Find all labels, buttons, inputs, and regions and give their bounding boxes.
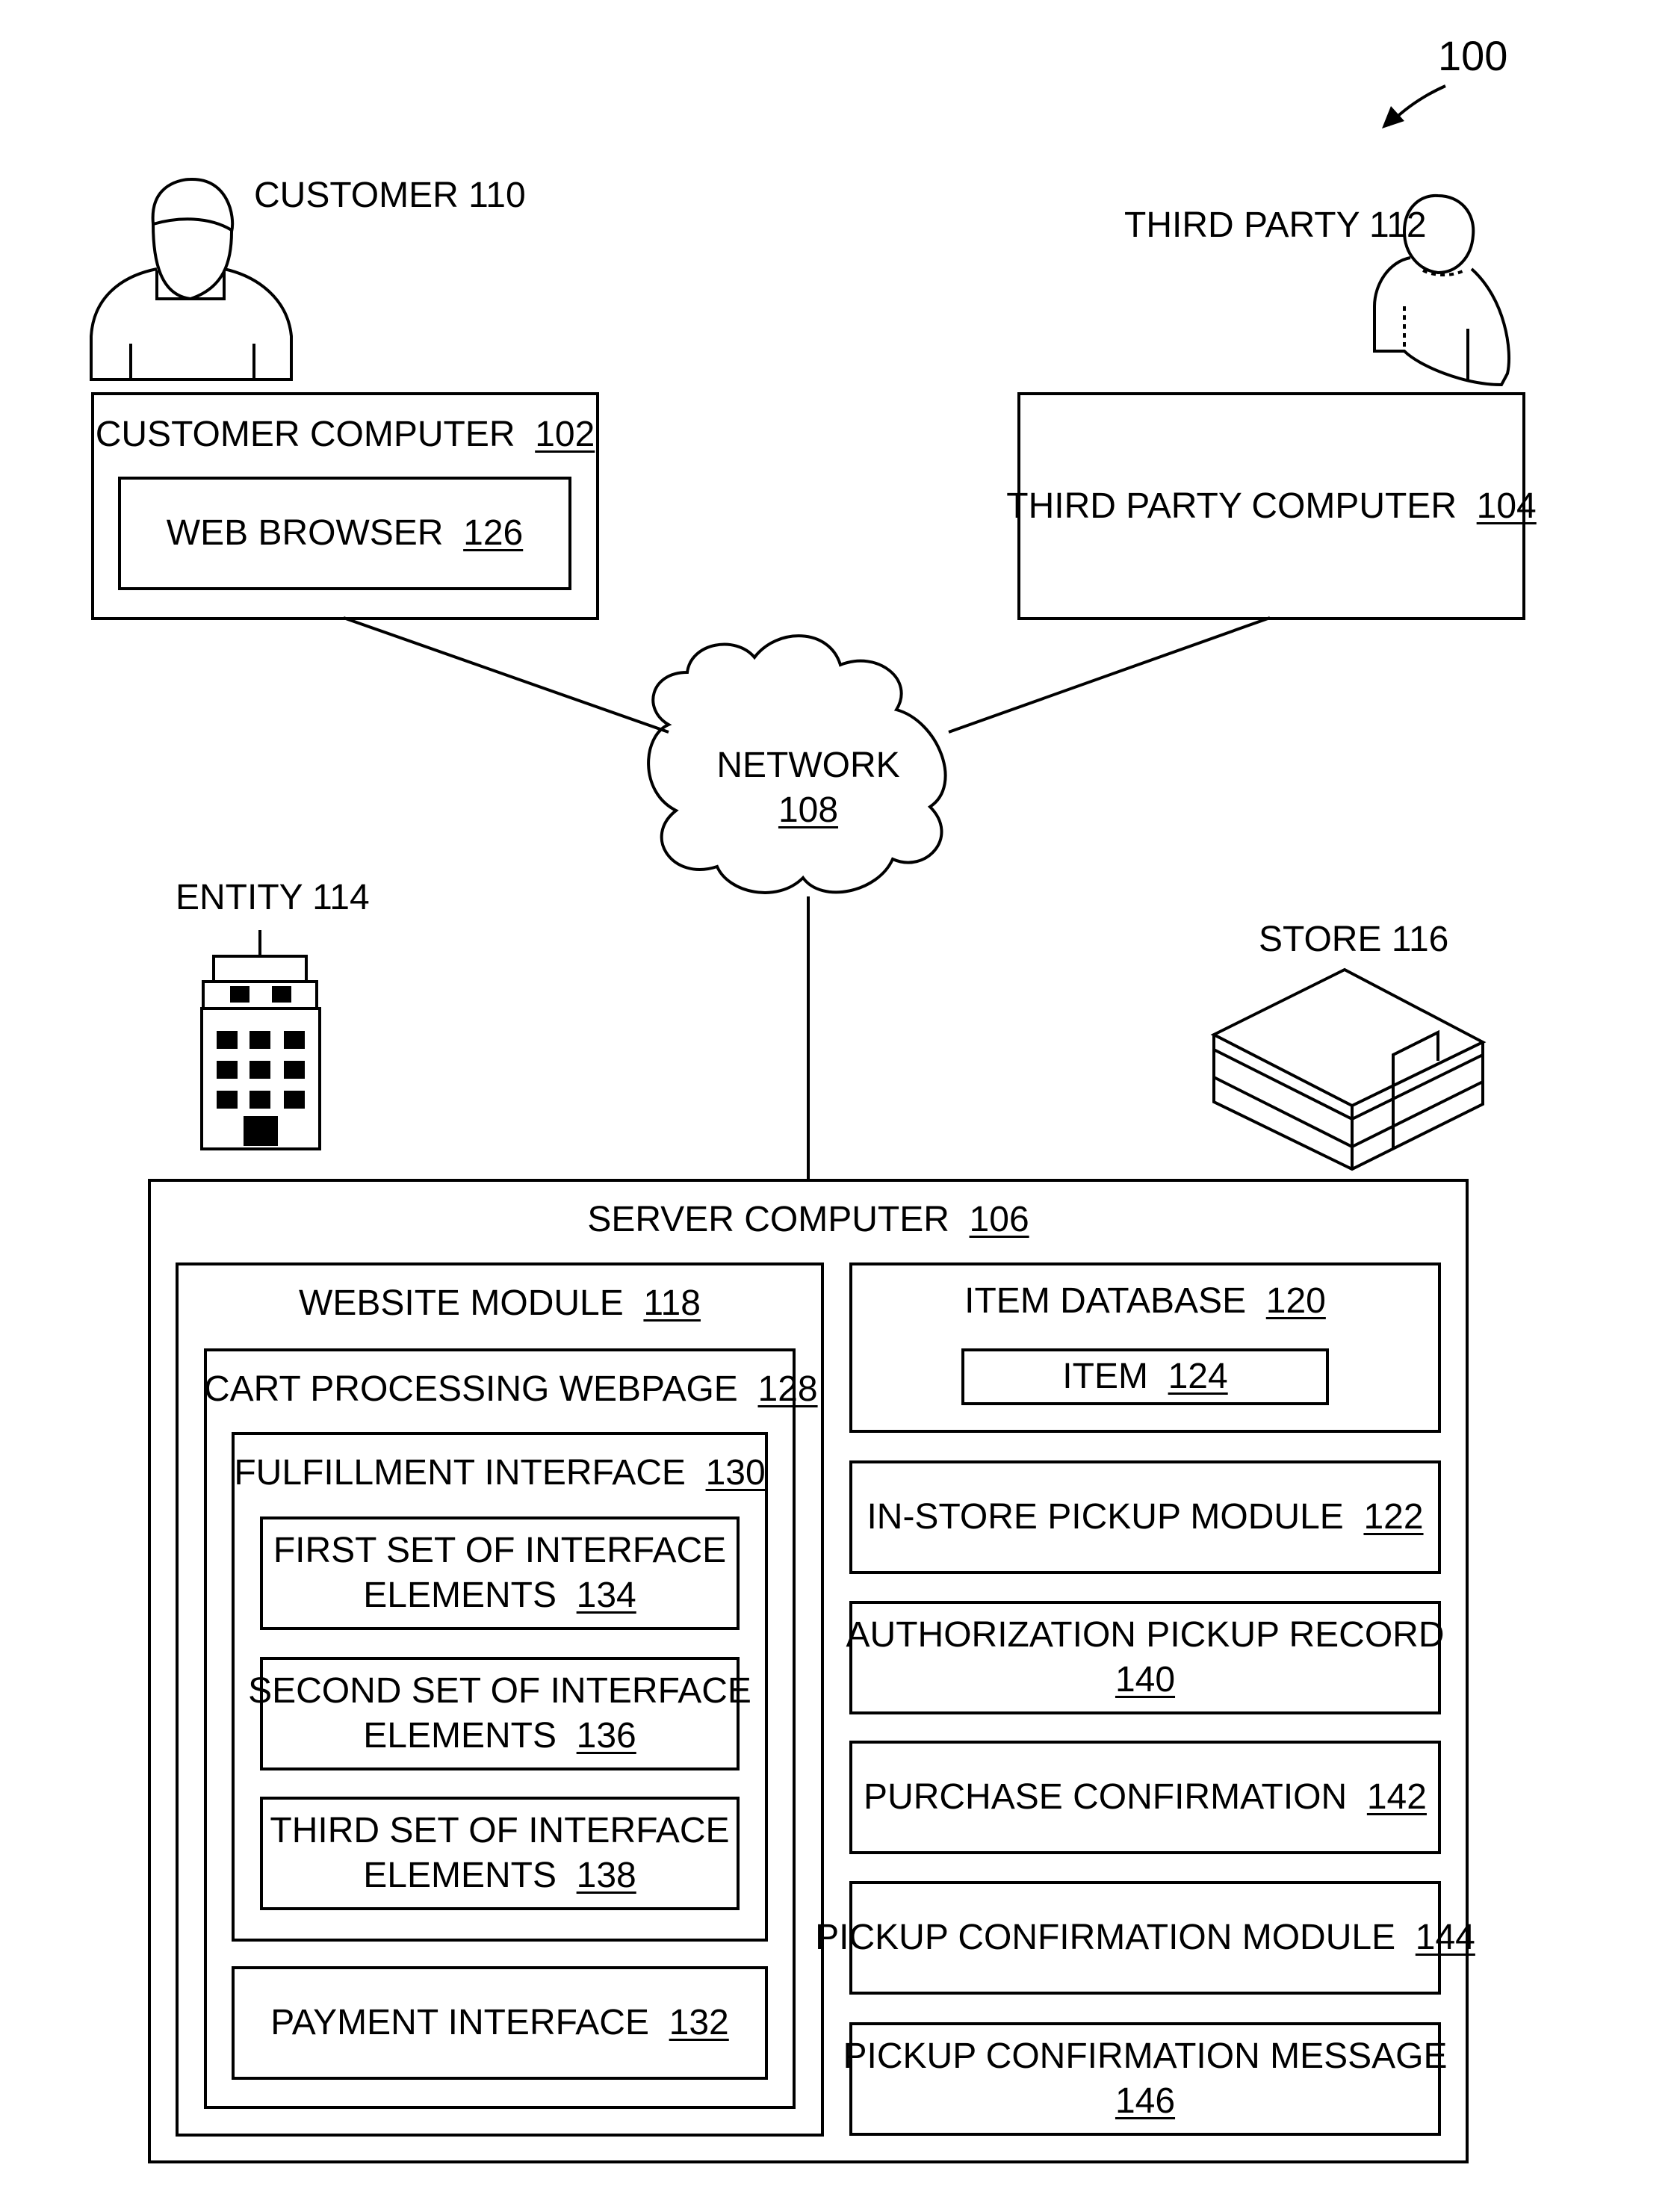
figure-ref-arrow [1382, 86, 1445, 128]
first-set-label: FIRST SET OF INTERFACE ELEMENTS 134 [273, 1528, 726, 1618]
website-module-label: WEBSITE MODULE 118 [176, 1281, 824, 1326]
entity-label: ENTITY 114 [176, 876, 370, 920]
pickup-confirmation-message-box: PICKUP CONFIRMATION MESSAGE 146 [849, 2022, 1441, 2136]
authorization-pickup-record-label: AUTHORIZATION PICKUP RECORD 140 [846, 1613, 1445, 1703]
second-set-label: SECOND SET OF INTERFACE ELEMENTS 136 [248, 1669, 751, 1759]
fulfillment-interface-label: FULFILLMENT INTERFACE 130 [232, 1451, 768, 1496]
network-label: NETWORK 108 [696, 743, 920, 833]
pickup-confirmation-module-label: PICKUP CONFIRMATION MODULE 144 [815, 1915, 1475, 1960]
payment-interface-box: PAYMENT INTERFACE 132 [232, 1966, 768, 2080]
server-computer-label: SERVER COMPUTER 106 [148, 1198, 1469, 1242]
pickup-confirmation-module-box: PICKUP CONFIRMATION MODULE 144 [849, 1881, 1441, 1995]
third-set-box: THIRD SET OF INTERFACE ELEMENTS 138 [260, 1797, 740, 1910]
in-store-pickup-module-label: IN-STORE PICKUP MODULE 122 [867, 1495, 1423, 1540]
first-set-box: FIRST SET OF INTERFACE ELEMENTS 134 [260, 1516, 740, 1630]
customer-computer-label: CUSTOMER COMPUTER 102 [91, 412, 599, 457]
third-set-label: THIRD SET OF INTERFACE ELEMENTS 138 [270, 1809, 729, 1898]
store-label: STORE 116 [1259, 917, 1448, 962]
third-party-computer-label: THIRD PARTY COMPUTER 104 [1006, 484, 1536, 529]
web-browser-label: WEB BROWSER 126 [167, 511, 523, 556]
item-box: ITEM 124 [961, 1348, 1329, 1405]
connector-thirdparty-network [949, 618, 1270, 732]
store-building-icon [1214, 970, 1483, 1169]
pickup-confirmation-message-label: PICKUP CONFIRMATION MESSAGE 146 [843, 2034, 1448, 2124]
figure-ref-number: 100 [1438, 34, 1507, 78]
web-browser-box: WEB BROWSER 126 [118, 477, 571, 590]
item-label: ITEM 124 [1062, 1354, 1227, 1399]
third-party-computer-box: THIRD PARTY COMPUTER 104 [1017, 392, 1525, 620]
in-store-pickup-module-box: IN-STORE PICKUP MODULE 122 [849, 1460, 1441, 1574]
authorization-pickup-record-box: AUTHORIZATION PICKUP RECORD 140 [849, 1601, 1441, 1714]
payment-interface-label: PAYMENT INTERFACE 132 [270, 2001, 729, 2045]
purchase-confirmation-box: PURCHASE CONFIRMATION 142 [849, 1741, 1441, 1854]
item-database-label: ITEM DATABASE 120 [849, 1279, 1441, 1324]
customer-label: CUSTOMER 110 [254, 173, 526, 218]
second-set-box: SECOND SET OF INTERFACE ELEMENTS 136 [260, 1657, 740, 1770]
third-party-label: THIRD PARTY 112 [1124, 203, 1427, 248]
cart-processing-webpage-label: CART PROCESSING WEBPAGE 128 [204, 1367, 796, 1412]
connector-customer-network [344, 618, 669, 732]
purchase-confirmation-label: PURCHASE CONFIRMATION 142 [864, 1775, 1427, 1820]
